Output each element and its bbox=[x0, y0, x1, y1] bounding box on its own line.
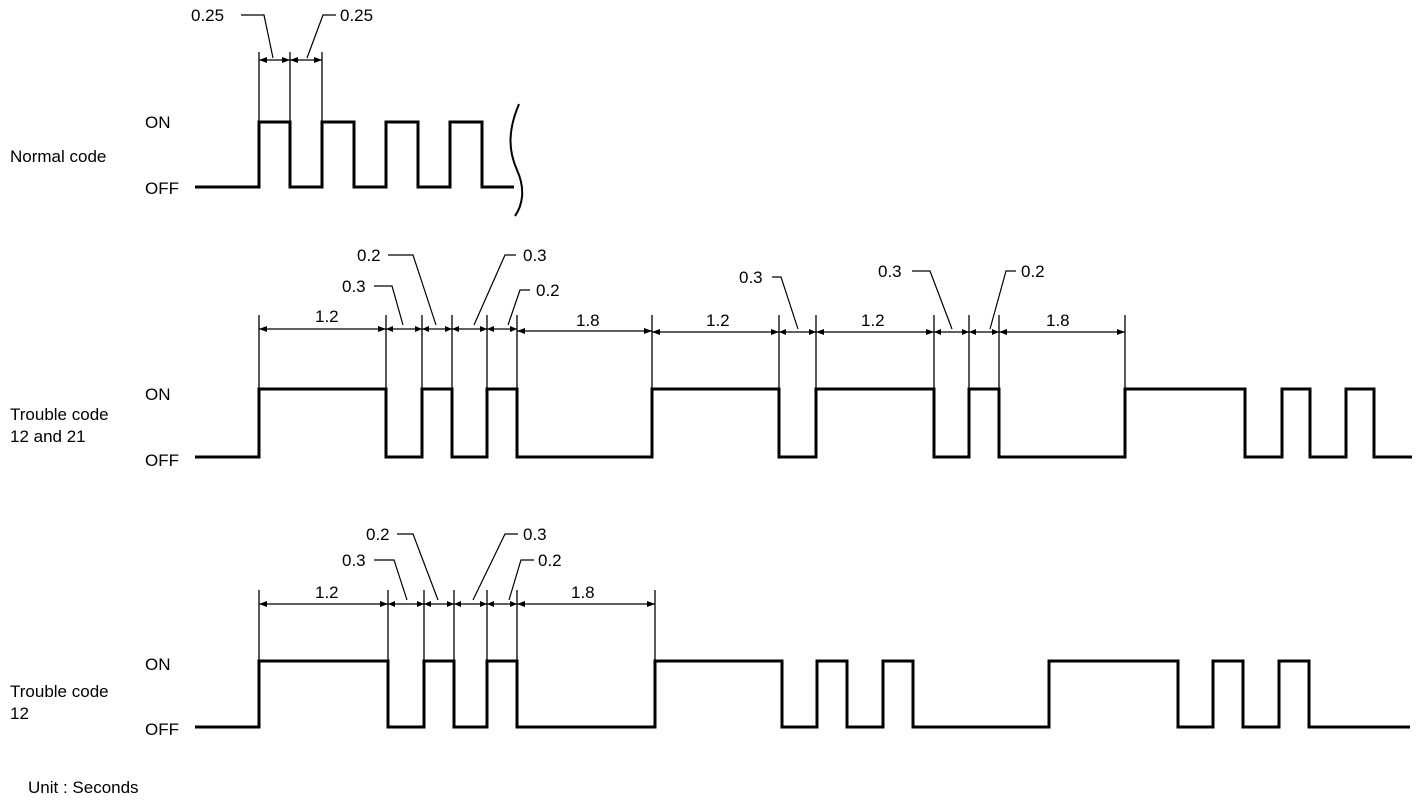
normal-leader-2 bbox=[306, 14, 336, 59]
trouble-12-21-row: Trouble code 12 and 21 ON OFF 1.2 0.3 0.… bbox=[10, 246, 1412, 470]
trouble-12-21-on-label: ON bbox=[145, 385, 171, 404]
trouble-12-extension-lines bbox=[258, 590, 656, 661]
trouble-12-21-dim-label-8: 1.2 bbox=[861, 311, 885, 330]
trouble-12-row: Trouble code 12 ON OFF 1.2 0.3 0.2 0.3 0… bbox=[10, 525, 1410, 739]
trouble-12-leaders bbox=[374, 533, 534, 601]
trouble-12-dim-label-1: 0.3 bbox=[342, 551, 366, 570]
normal-code-waveform bbox=[195, 120, 514, 189]
normal-on-label: ON bbox=[145, 113, 171, 132]
normal-code-title: Normal code bbox=[10, 147, 106, 166]
trouble-12-21-dim-label-10: 0.2 bbox=[1021, 262, 1045, 281]
trouble-12-dim-label-5: 1.8 bbox=[571, 583, 595, 602]
trouble-12-21-title-line-2: 12 and 21 bbox=[10, 427, 86, 446]
trouble-12-21-extension-lines bbox=[258, 315, 1126, 389]
trouble-12-21-dim-label-5: 1.8 bbox=[576, 311, 600, 330]
normal-leader-1 bbox=[241, 14, 274, 59]
normal-dim-label-0: 0.25 bbox=[191, 6, 224, 25]
trouble-12-title-line-2: 12 bbox=[10, 704, 29, 723]
trouble-12-dim-label-0: 1.2 bbox=[315, 583, 339, 602]
trouble-12-21-dim-label-0: 1.2 bbox=[315, 307, 339, 326]
trouble-12-21-dim-label-11: 1.8 bbox=[1046, 311, 1070, 330]
trouble-12-21-dim-label-1: 0.3 bbox=[342, 277, 366, 296]
trouble-12-21-dim-label-2: 0.2 bbox=[357, 246, 381, 265]
normal-dim-label-1: 0.25 bbox=[340, 6, 373, 25]
trouble-12-21-dimension-arrows bbox=[259, 326, 1125, 335]
trouble-12-21-dim-label-7: 0.3 bbox=[739, 268, 763, 287]
trouble-12-21-off-label: OFF bbox=[145, 451, 179, 470]
trouble-12-dimension-arrows bbox=[259, 601, 655, 607]
trouble-12-21-dim-label-9: 0.3 bbox=[878, 262, 902, 281]
trouble-12-21-waveform bbox=[195, 387, 1412, 459]
trouble-12-waveform bbox=[195, 659, 1410, 729]
normal-extension-lines bbox=[258, 52, 323, 122]
trouble-12-21-leaders bbox=[374, 254, 1016, 330]
trouble-12-21-title-line-1: Trouble code bbox=[10, 405, 109, 424]
trouble-12-dim-label-4: 0.2 bbox=[538, 551, 562, 570]
trouble-12-21-dim-label-3: 0.3 bbox=[523, 246, 547, 265]
trouble-12-21-dim-label-4: 0.2 bbox=[536, 281, 560, 300]
unit-label: Unit : Seconds bbox=[28, 778, 139, 797]
normal-off-label: OFF bbox=[145, 179, 179, 198]
trouble-12-21-dim-label-6: 1.2 bbox=[706, 311, 730, 330]
trouble-12-off-label: OFF bbox=[145, 720, 179, 739]
normal-dimension-arrows bbox=[259, 57, 322, 63]
trouble-12-dim-label-2: 0.2 bbox=[366, 525, 390, 544]
trouble-12-on-label: ON bbox=[145, 655, 171, 674]
normal-code-row: Normal code ON OFF 0.25 0.25 bbox=[10, 6, 524, 217]
trouble-12-title-line-1: Trouble code bbox=[10, 682, 109, 701]
waveform-break-mark bbox=[509, 103, 524, 217]
trouble-12-dim-label-3: 0.3 bbox=[523, 525, 547, 544]
